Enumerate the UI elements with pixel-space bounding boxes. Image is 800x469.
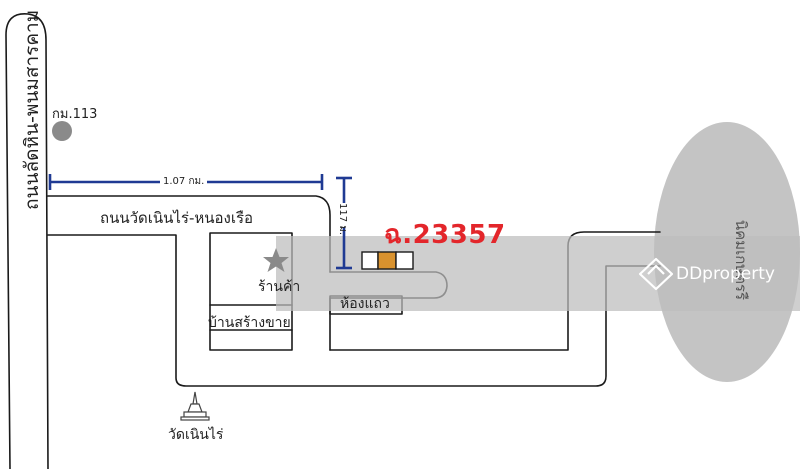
house-for-sale-label: บ้านสร้างขาย	[208, 315, 291, 331]
star-icon	[263, 248, 289, 272]
shop-block	[209, 232, 293, 351]
temple-label: วัดเนินไร่	[168, 427, 224, 443]
area-label: นิคมเกษตรรื	[732, 219, 750, 301]
km-marker-label: กม.113	[52, 107, 98, 122]
side-road-upper-edge	[47, 195, 331, 273]
main-road-label: ถนนลัดหิน-พนมสารคาม	[21, 9, 43, 210]
km-marker-icon	[52, 121, 72, 141]
shop-label: ร้านค้า	[258, 279, 301, 295]
distance-vertical-label: 117 ม.	[335, 203, 349, 236]
highlight-band	[276, 236, 800, 311]
ddproperty-watermark: DDproperty	[676, 264, 775, 284]
ddproperty-logo-icon	[638, 257, 674, 291]
plot-number-label: ฉ.23357	[384, 220, 506, 250]
plot-square-right	[395, 251, 414, 270]
temple-stupa-icon	[180, 391, 210, 421]
distance-horizontal-label: 1.07 กม.	[160, 174, 208, 189]
plot-square-left	[361, 251, 379, 270]
side-road-label: ถนนวัดเนินไร่-หนองเรือ	[100, 209, 254, 227]
main-road-outline	[5, 13, 49, 469]
townhouse-label: ห้องแถว	[340, 296, 390, 312]
side-road-lower-edge	[47, 234, 661, 387]
